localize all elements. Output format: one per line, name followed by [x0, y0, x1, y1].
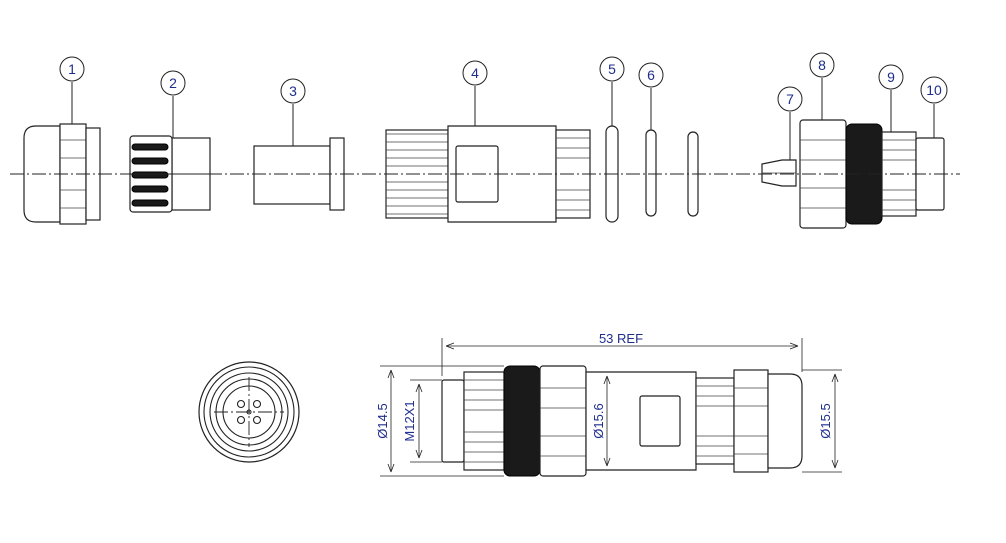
dimensions: 53 REF Ø14.5 M12X1 Ø15.6 Ø15.5 [375, 331, 842, 477]
callout-10: 10 [926, 82, 942, 98]
callout-7: 7 [786, 91, 794, 107]
callout-5: 5 [608, 61, 616, 77]
part-3-seal-insert [253, 137, 345, 211]
part-6-o-ring [645, 129, 657, 217]
callout-2: 2 [169, 75, 177, 91]
assembled-view [441, 365, 803, 477]
callout-6-bubble [638, 62, 664, 88]
callout-1: 1 [68, 61, 76, 77]
dim-middle-diameter: Ø15.6 [591, 403, 606, 438]
part-7-contact-pins [761, 159, 797, 187]
dim-overall-length: 53 REF [599, 331, 643, 346]
callout-9-bubble [878, 64, 904, 90]
exploded-view [10, 119, 960, 229]
dim-right-diameter: Ø15.5 [818, 403, 833, 438]
dim-left-diameter: Ø14.5 [375, 403, 390, 438]
callout-9: 9 [887, 69, 895, 85]
pin-3 [236, 415, 246, 425]
callout-5-bubble [599, 56, 625, 82]
callout-8: 8 [818, 57, 826, 73]
callout-3-bubble [280, 78, 306, 104]
callout-2-bubble [160, 70, 186, 96]
dim-thread: M12X1 [402, 400, 417, 441]
pin-1 [236, 399, 246, 409]
pin-2 [252, 399, 262, 409]
callout-1-bubble [59, 56, 85, 82]
callout-4-bubble [462, 60, 488, 86]
callouts: 1 2 3 4 5 6 7 8 9 10 [59, 52, 948, 160]
callout-10-bubble [920, 76, 948, 104]
assembled-knurled-ring [503, 365, 541, 477]
pin-center [246, 409, 252, 415]
callout-6: 6 [647, 67, 655, 83]
callout-4: 4 [471, 65, 479, 81]
pin-4 [252, 415, 262, 425]
callout-8-bubble [809, 52, 835, 78]
front-view [198, 361, 300, 463]
callout-7-bubble [777, 86, 803, 112]
callout-3: 3 [289, 83, 297, 99]
